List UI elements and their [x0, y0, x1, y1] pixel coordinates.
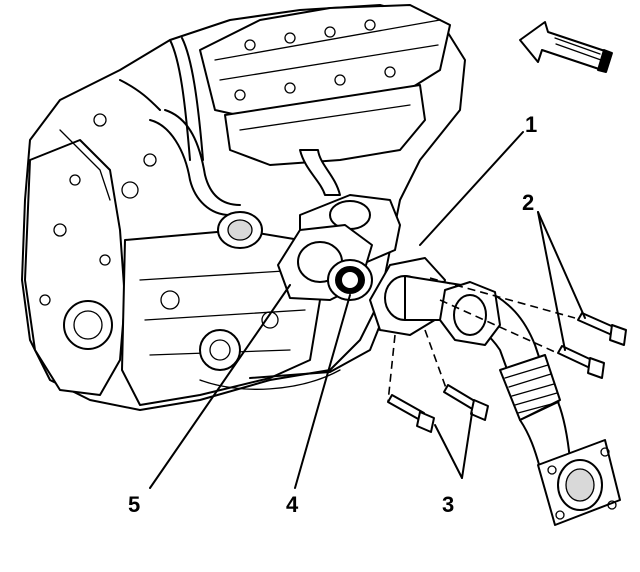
lower-bolts	[387, 384, 489, 433]
callout-label-2: 2	[522, 190, 534, 215]
callout-label-1: 1	[525, 112, 537, 137]
exhaust-pipe-assembly	[369, 257, 621, 526]
hoses	[59, 37, 241, 216]
upper-bolts	[557, 312, 627, 379]
valve-cover	[199, 4, 451, 196]
callout-label-4: 4	[286, 492, 299, 517]
callout-label-5: 5	[128, 492, 140, 517]
leader-lines	[149, 131, 586, 489]
alignment-lines	[387, 277, 576, 403]
front-direction-arrow-icon	[519, 21, 613, 73]
callout-label-3: 3	[442, 492, 454, 517]
seal-ring	[327, 259, 373, 301]
